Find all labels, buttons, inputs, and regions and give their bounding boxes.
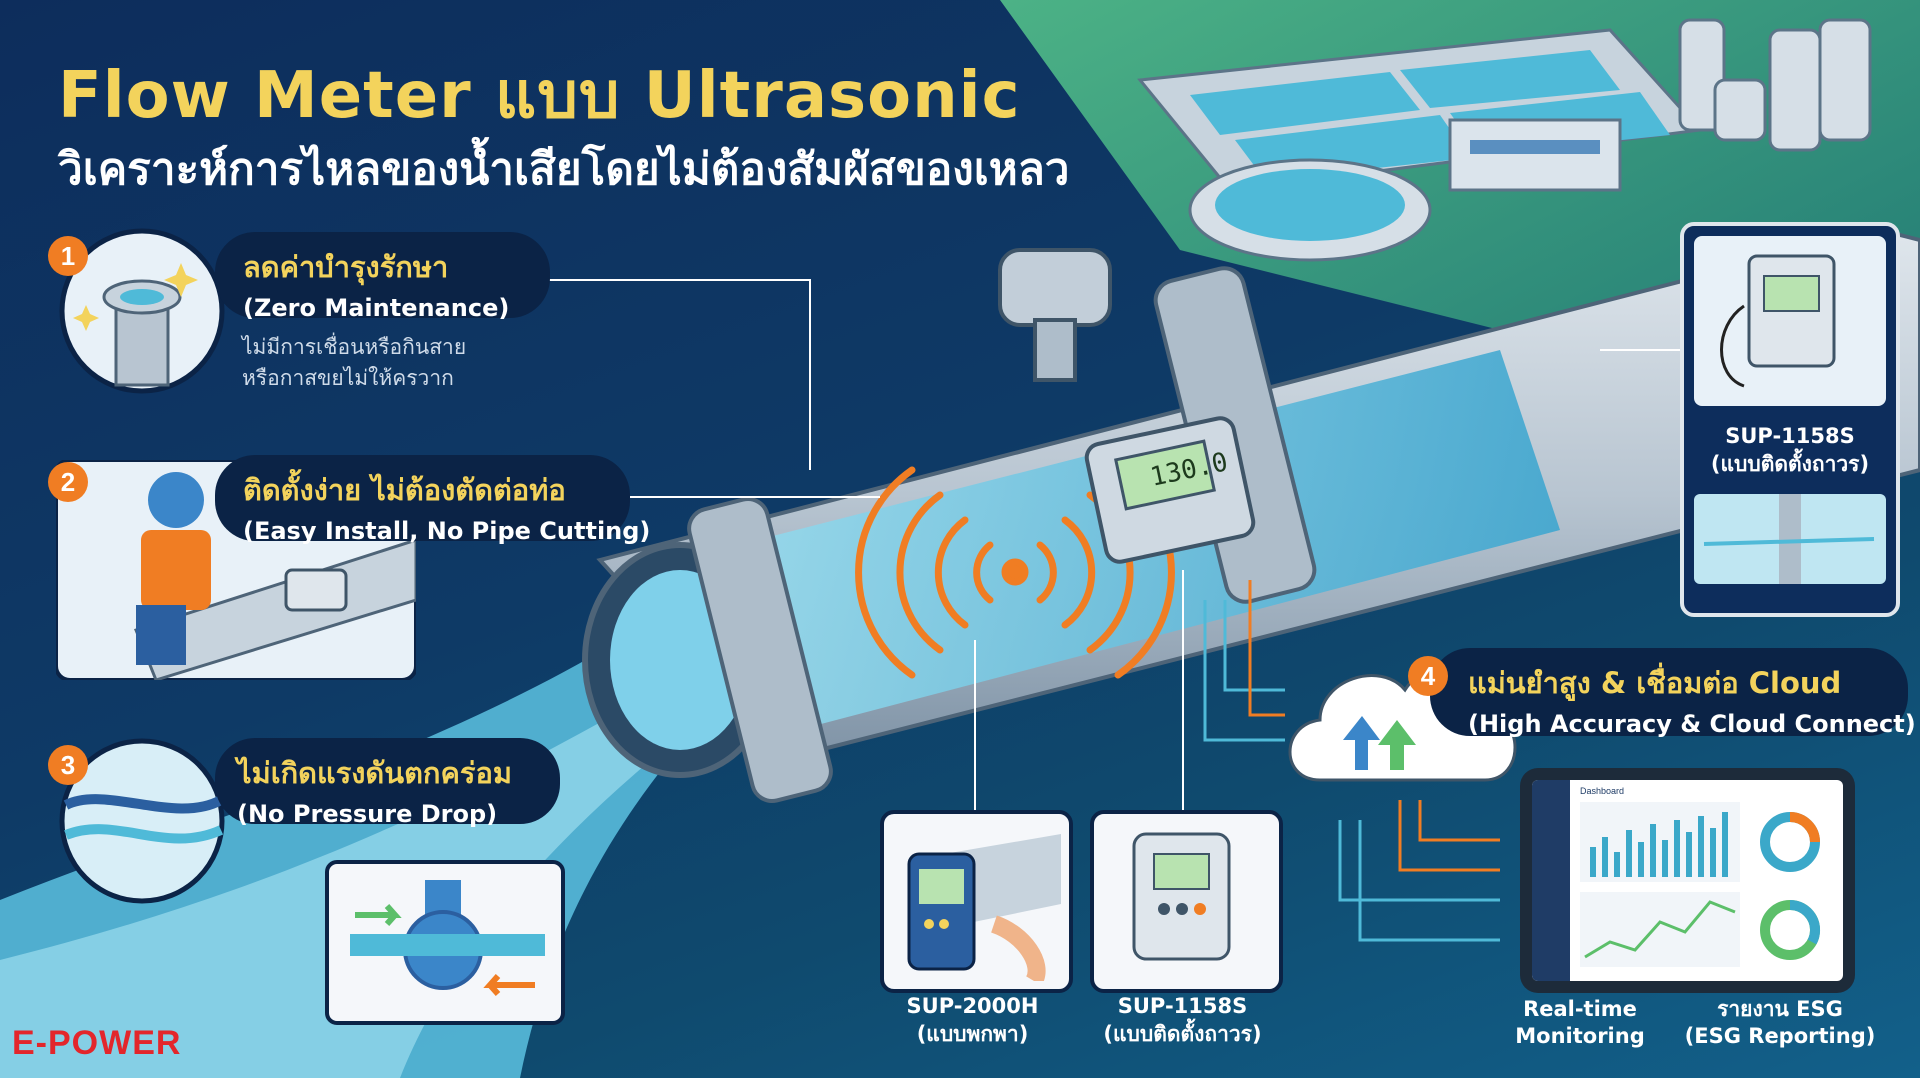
product-card-fixed-top: SUP-1158S (แบบติดตั้งถาวร) [1680,222,1900,617]
feature-title-en: (No Pressure Drop) [237,800,498,828]
maintenance-illustration [59,228,225,394]
output-esg-line1: รายงาน ESG [1717,997,1843,1021]
feature-title-en: (Easy Install, No Pipe Cutting) [243,517,651,545]
dashboard-screen: Dashboard [1532,780,1843,981]
feature-title-th: ลดค่าบำรุงรักษา [243,250,449,284]
product-model: SUP-2000H [906,994,1039,1018]
output-esg-line2: (ESG Reporting) [1684,1024,1876,1048]
pressure-flow-illustration [59,738,225,904]
feature-number-1: 1 [48,236,88,276]
output-monitoring-line2: Monitoring [1515,1024,1645,1048]
feature-description-line: ไม่มีการเชื่อนหรือกินสาย [242,335,467,359]
feature-title-th: ไม่เกิดแรงดันตกคร่อม [237,756,512,790]
pipe-section-icon [1694,494,1886,584]
feature-title-th: ติดตั้งง่าย ไม่ต้องตัดต่อท่อ [243,473,566,507]
feature-pill-4: แม่นยำสูง & เชื่อมต่อ Cloud (High Accura… [1430,648,1916,738]
transmitter-icon [998,248,1256,564]
product-type: (แบบพกพา) [916,1022,1029,1046]
dashboard-charts-icon [1580,802,1821,967]
fixed-meter-box-icon [1132,832,1231,961]
feature-title-th: แม่นยำสูง & เชื่อมต่อ Cloud [1468,666,1842,700]
handheld-meter-icon [907,834,1061,986]
feature-number-3: 3 [48,745,88,785]
product-type: (แบบติดตั้งถาวร) [1103,1022,1262,1046]
product-model: SUP-1158S [1117,994,1248,1018]
feature-number-4: 4 [1408,656,1448,696]
feature-description-1: ไม่มีการเชื่อนหรือกินสาย หรือกาสขยไม่ให้… [242,332,466,394]
product-card-fixed [1090,810,1283,993]
connector-lines [545,279,1700,810]
feature-title-en: (High Accuracy & Cloud Connect) [1468,710,1916,738]
feature-number-2: 2 [48,462,88,502]
feature-pill-3: ไม่เกิดแรงดันตกคร่อม (No Pressure Drop) [215,738,560,828]
product-model: SUP-1158S [1725,424,1855,448]
feature-pill-2: ติดตั้งง่าย ไม่ต้องตัดต่อท่อ (Easy Insta… [215,455,650,545]
main-pipe [582,227,1920,803]
treatment-plant-icon [1137,18,1872,262]
fixed-meter-icon [1694,236,1886,406]
output-monitoring-line1: Real-time [1523,997,1637,1021]
pump-illustration [325,860,565,1025]
dashboard-sidebar [1532,780,1570,981]
page-title: Flow Meter แบบ Ultrasonic [58,59,1021,133]
feature-pill-1: ลดค่าบำรุงรักษา (Zero Maintenance) [215,232,550,322]
feature-title-en: (Zero Maintenance) [243,294,510,322]
product-card-handheld [880,810,1073,993]
feature-description-line: หรือกาสขยไม่ให้ครวาก [242,366,454,390]
brand-logo: E-POWER [12,1024,182,1062]
page-subtitle: วิเคราะห์การไหลของน้ำเสียโดยไม่ต้องสัมผั… [58,144,1070,195]
dashboard-heading: Dashboard [1580,786,1625,796]
data-flow-arrows [1203,600,1500,942]
tablet-dashboard: Dashboard [1520,768,1855,993]
product-type: (แบบติดตั้งถาวร) [1710,452,1870,476]
